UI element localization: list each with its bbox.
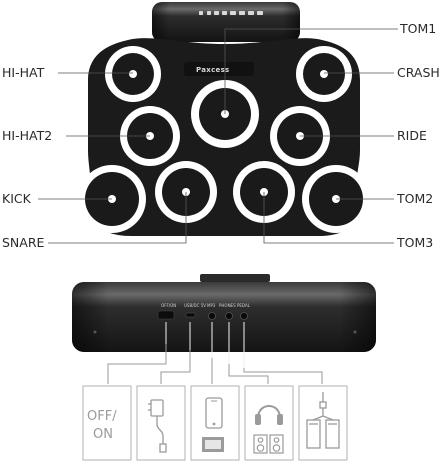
label-snare: SNARE [2,235,45,250]
phones-jack[interactable] [225,312,233,320]
port-label-phones: PHONES [219,303,236,308]
speakers-icon [253,434,284,454]
icon-box-pedals [298,385,348,461]
icon-box-adapter [136,385,186,461]
label-tom2: TOM2 [396,191,433,206]
power-label-top: OFF/ [87,409,117,424]
label-ride: RIDE [397,128,427,143]
pad-hihat[interactable] [105,46,161,102]
icon-box-phone [190,385,240,461]
headphones-icon [255,405,283,425]
port-label-mp3: MP3 [207,303,216,308]
port-panel-speaker: OFF/ON USB/DC 5V MP3 PHONES PEDAL [72,274,376,352]
phone-icon [202,397,224,452]
mp3-jack[interactable] [208,312,216,320]
label-crash: CRASH [397,65,440,80]
power-label-bottom: ON [93,427,113,442]
pedals-icon [306,392,340,449]
label-hihat2: HI-HAT2 [2,128,52,143]
leader-lines [38,28,398,244]
power-adapter-icon [148,399,167,453]
icon-box-power: OFF/ ON [82,385,132,461]
label-tom3: TOM3 [396,235,433,250]
usb-port[interactable] [185,312,196,318]
port-connector-lines [165,322,245,368]
port-label-pedal: PEDAL [237,303,251,308]
control-buttons [199,11,263,15]
icon-box-headphones [244,385,294,461]
port-label-usb: USB/DC 5V [184,303,206,308]
label-hihat: HI-HAT [2,65,45,80]
power-switch[interactable] [157,310,175,320]
port-label-onoff: OFF/ON [161,303,176,308]
drum-pad-unit: Paxcess [78,2,370,236]
pedal-jack[interactable] [240,312,248,320]
brand-logo: Paxcess [196,66,230,74]
label-tom1: TOM1 [399,21,436,36]
label-kick: KICK [2,191,32,206]
pad-crash[interactable] [296,46,352,102]
